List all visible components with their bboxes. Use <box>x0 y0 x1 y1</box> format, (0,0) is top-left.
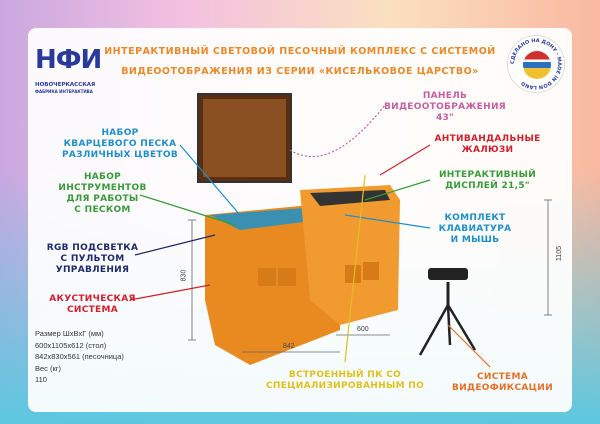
logo-line1: НОВОЧЕРКАССКАЯ <box>35 82 96 88</box>
logo-letters: НФИ <box>35 45 102 75</box>
callout-arrows <box>129 104 491 368</box>
title-line1: ИНТЕРАКТИВНЫЙ СВЕТОВОЙ ПЕСОЧНЫЙ КОМПЛЕКС… <box>104 46 496 57</box>
dim-842: 842 <box>283 343 295 350</box>
specifications: Размер ШxВxГ (мм)600x1105x612 (стол)842x… <box>35 329 124 384</box>
page-title: ИНТЕРАКТИВНЫЙ СВЕТОВОЙ ПЕСОЧНЫЙ КОМПЛЕКС… <box>100 42 500 82</box>
title-line2: ВИДЕООТОБРАЖЕНИЯ ИЗ СЕРИИ «КИСЕЛЬКОВОЕ Ц… <box>121 66 479 77</box>
dimension-lines <box>188 199 552 353</box>
dim-1105: 1105 <box>556 245 564 262</box>
display-table <box>300 185 400 325</box>
made-in-don-badge: СДЕЛАНО НА ДОНУ · MADE IN DON LAND <box>507 35 565 93</box>
dim-830: 830 <box>180 269 188 282</box>
webcam-tripod <box>418 268 477 356</box>
logo: НФИ НОВОЧЕРКАССКАЯ ФАБРИКА ИНТЕРАКТИВА <box>35 32 102 102</box>
badge-ring-text: СДЕЛАНО НА ДОНУ · MADE IN DON LAND <box>510 38 562 90</box>
logo-line2: ФАБРИКА ИНТЕРАКТИВА <box>35 89 93 94</box>
dim-600: 600 <box>357 326 369 333</box>
